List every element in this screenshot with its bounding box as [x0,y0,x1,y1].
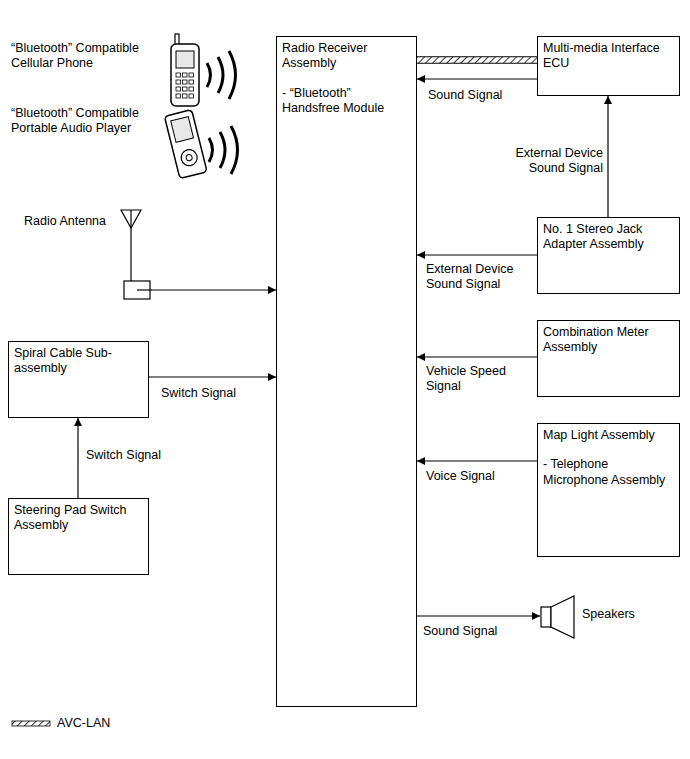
signal-arrow [417,616,540,617]
signal-label: Switch Signal [85,448,187,463]
signal-label: Sound Signal [422,624,524,639]
signal-label: Voice Signal [425,469,527,484]
audio-player-icon [164,110,207,179]
signal-arrow [417,461,537,462]
legend-sample [12,721,50,726]
keypad-key [189,80,194,84]
signal-label: External Device Sound Signal [500,146,604,177]
signal-label: Vehicle Speed Signal [425,364,527,395]
keypad-key [189,94,194,98]
signal-arrow [417,79,537,80]
node-text: Multi-media Interface ECU [543,41,673,72]
node-text: Radio Antenna [24,214,116,229]
signal-label: Switch Signal [160,386,262,401]
keypad-key [183,80,188,84]
keypad-key [176,94,181,98]
signal-arrow [417,357,537,358]
phone-waves [207,51,236,99]
keypad-key [176,87,181,91]
keypad-key [183,73,188,77]
keypad-key [183,94,188,98]
meter-box: Combination Meter Assembly [537,320,680,397]
signal-label: Sound Signal [427,88,529,103]
keypad-key [183,87,188,91]
player-waves [209,126,238,174]
ecu-box: Multi-media Interface ECU [537,36,680,96]
signal-arrow [417,255,537,256]
node-text: Radio Receiver Assembly [282,41,410,72]
node-text: Steering Pad Switch Assembly [14,503,142,534]
antenna-node: Radio Antenna [20,208,152,300]
keypad-key [189,73,194,77]
map-light-box: Map Light Assembly - Telephone Microphone… [537,423,680,557]
speaker-node: Speakers [540,595,640,639]
legend-text: AVC-LAN [56,716,111,731]
node-text: - Telephone Microphone Assembly [543,457,673,488]
spiral-cable-box: Spiral Cable Sub-assembly [8,341,149,418]
node-text: - “Bluetooth” Handsfree Module [282,86,410,117]
cellular-phone-icon [171,34,199,106]
keypad-key [189,87,194,91]
keypad-key [176,73,181,77]
node-text: No. 1 Stereo Jack Adapter Assembly [543,222,673,253]
adapter-box: No. 1 Stereo Jack Adapter Assembly [537,217,680,294]
avc-lan-bus [417,60,537,61]
signal-arrow [608,96,609,217]
node-text: Spiral Cable Sub-assembly [14,346,142,377]
device-label: “Bluetooth” Compatible Portable Audio Pl… [10,106,162,137]
receiver-box: Radio Receiver Assembly - “Bluetooth” Han… [276,36,417,707]
keypad-key [176,80,181,84]
speaker-symbol [540,595,576,639]
node-text: Combination Meter Assembly [543,325,673,356]
node-text: Speakers [582,607,638,622]
signal-arrow [78,418,79,498]
signal-label: External Device Sound Signal [425,262,535,293]
signal-arrow [152,290,276,291]
node-text: Map Light Assembly [543,428,673,443]
steering-switch-box: Steering Pad Switch Assembly [8,498,149,575]
signal-arrow [149,377,276,378]
device-label: “Bluetooth” Compatible Cellular Phone [10,41,162,72]
